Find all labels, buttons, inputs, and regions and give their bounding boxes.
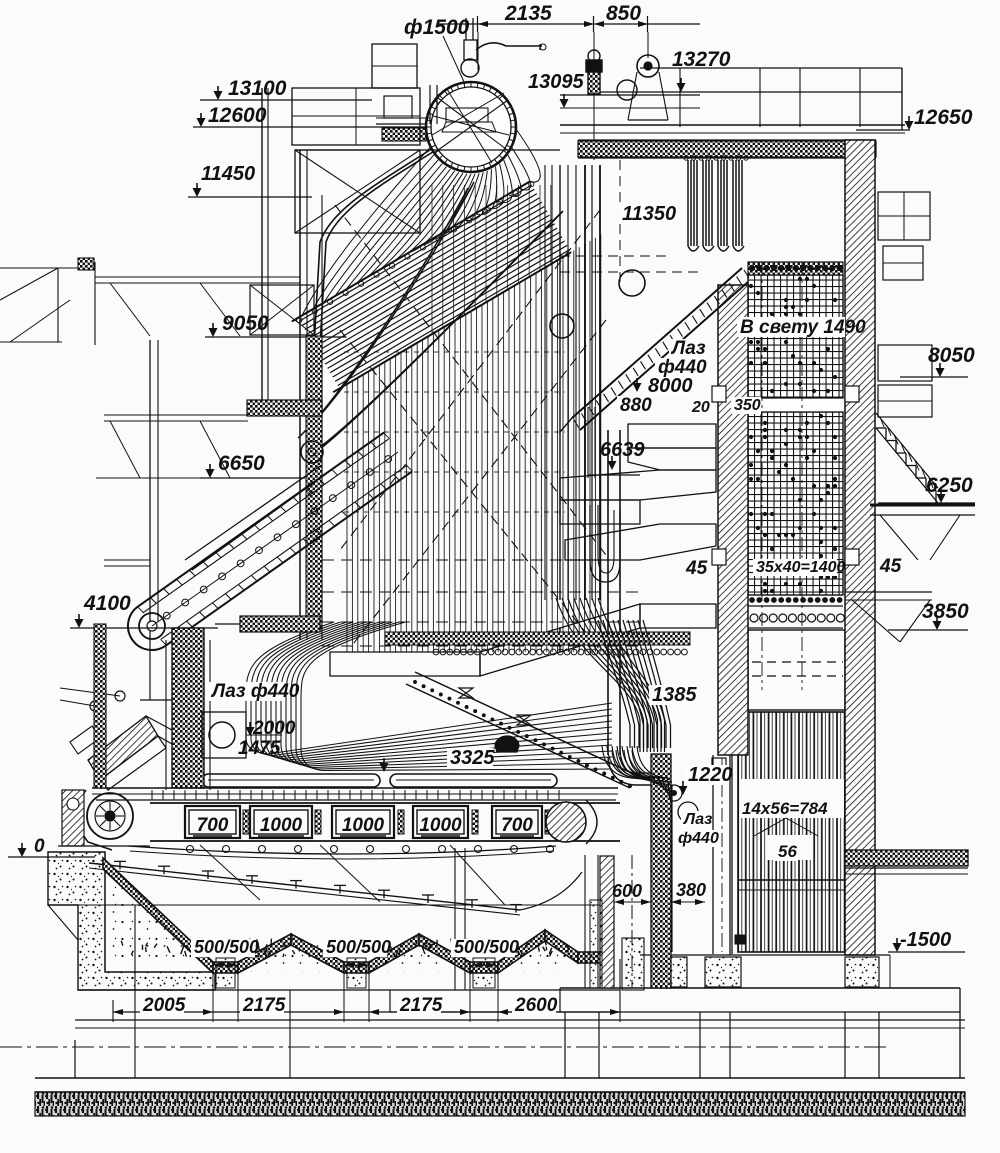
svg-text:0: 0 — [34, 836, 45, 857]
svg-text:2600: 2600 — [514, 995, 558, 1016]
svg-text:ф440: ф440 — [678, 830, 719, 847]
svg-text:13095: 13095 — [528, 71, 584, 93]
svg-text:6650: 6650 — [218, 452, 265, 475]
svg-text:1475: 1475 — [238, 738, 281, 759]
svg-text:4100: 4100 — [83, 592, 131, 615]
svg-text:11450: 11450 — [201, 163, 255, 185]
svg-text:700: 700 — [501, 815, 533, 836]
svg-text:11350: 11350 — [622, 203, 676, 225]
svg-text:6250: 6250 — [926, 474, 973, 497]
svg-text:500/500: 500/500 — [454, 937, 519, 957]
svg-text:ф440: ф440 — [658, 357, 707, 378]
svg-text:45: 45 — [879, 556, 902, 577]
svg-text:2005: 2005 — [142, 995, 186, 1016]
svg-text:14х56=784: 14х56=784 — [742, 799, 828, 818]
svg-text:9050: 9050 — [222, 312, 269, 335]
svg-text:12600: 12600 — [208, 104, 267, 127]
svg-text:1220: 1220 — [688, 764, 733, 786]
svg-text:880: 880 — [620, 395, 652, 416]
svg-text:Лаз: Лаз — [683, 811, 712, 828]
svg-text:350: 350 — [734, 397, 761, 414]
svg-text:850: 850 — [606, 2, 641, 25]
svg-text:13100: 13100 — [228, 77, 287, 100]
svg-text:500/500: 500/500 — [194, 937, 259, 957]
svg-text:-1500: -1500 — [900, 929, 951, 951]
svg-text:Лаз: Лаз — [670, 338, 706, 359]
svg-text:1000: 1000 — [419, 815, 462, 836]
svg-text:20: 20 — [691, 399, 710, 416]
svg-text:35х40=1400: 35х40=1400 — [756, 559, 846, 576]
svg-text:12650: 12650 — [914, 106, 973, 129]
svg-text:2175: 2175 — [399, 995, 443, 1016]
svg-text:380: 380 — [676, 880, 706, 900]
svg-text:56: 56 — [778, 842, 797, 861]
svg-text:ф1500: ф1500 — [404, 16, 470, 39]
svg-text:13270: 13270 — [672, 48, 731, 71]
svg-text:3325: 3325 — [450, 747, 495, 769]
svg-text:2000: 2000 — [252, 718, 296, 739]
svg-text:2135: 2135 — [504, 2, 552, 25]
svg-text:1000: 1000 — [342, 815, 385, 836]
svg-text:500/500: 500/500 — [326, 937, 391, 957]
svg-text:8050: 8050 — [928, 344, 975, 367]
svg-text:45: 45 — [685, 558, 708, 579]
svg-text:В свету 1490: В свету 1490 — [740, 317, 866, 338]
svg-text:1000: 1000 — [260, 815, 303, 836]
svg-text:1385: 1385 — [652, 684, 697, 706]
svg-text:600: 600 — [612, 881, 642, 901]
svg-text:3850: 3850 — [922, 600, 969, 623]
svg-text:8000: 8000 — [648, 375, 693, 397]
svg-text:Лаз ф440: Лаз ф440 — [210, 681, 300, 702]
svg-text:6639: 6639 — [600, 439, 645, 461]
svg-text:2175: 2175 — [242, 995, 286, 1016]
svg-text:700: 700 — [197, 815, 229, 836]
